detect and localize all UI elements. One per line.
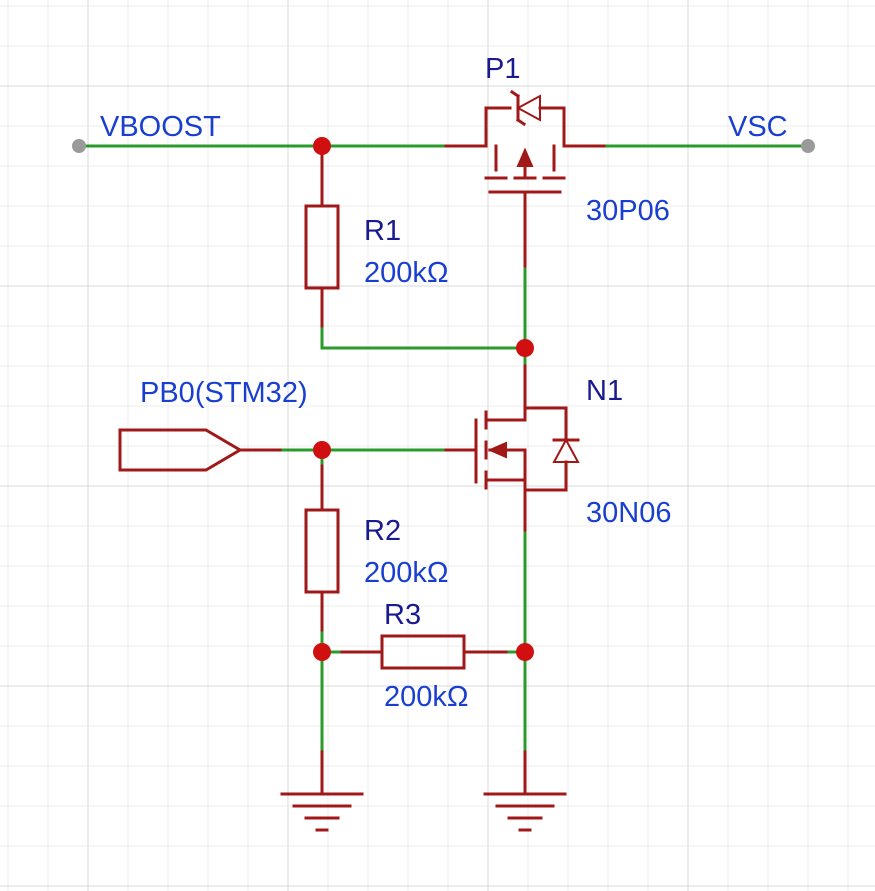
n1-value-label: 30N06: [586, 497, 671, 529]
n1-mosfet[interactable]: [444, 364, 580, 532]
r3-value-label: 200kΩ: [384, 681, 469, 713]
net-label-vboost: VBOOST: [100, 111, 221, 143]
net-label-vsc: VSC: [728, 111, 788, 143]
port-dot-vboost[interactable]: [72, 139, 86, 153]
r3-resistor[interactable]: [340, 634, 508, 670]
r2-value-label: 200kΩ: [364, 557, 449, 589]
pb0-port-flag[interactable]: [118, 428, 282, 472]
r2-resistor[interactable]: [304, 464, 340, 632]
r1-resistor[interactable]: [304, 144, 340, 328]
p1-value-label: 30P06: [586, 195, 670, 227]
port-dot-vsc[interactable]: [801, 139, 815, 153]
junction-dot: [516, 643, 534, 661]
junction-dot: [516, 339, 534, 357]
r3-ref-label: R3: [384, 599, 421, 631]
p1-ref-label: P1: [485, 53, 520, 85]
net-label-pb0: PB0(STM32): [140, 377, 308, 409]
r2-ref-label: R2: [364, 515, 401, 547]
r1-ref-label: R1: [364, 215, 401, 247]
r1-value-label: 200kΩ: [364, 257, 449, 289]
p1-mosfet[interactable]: [444, 89, 606, 268]
ground-symbol-left[interactable]: [280, 750, 364, 832]
wires: [78, 144, 810, 754]
ground-symbol-right[interactable]: [483, 750, 567, 832]
junction-dot: [313, 643, 331, 661]
junction-dot: [313, 441, 331, 459]
n1-ref-label: N1: [586, 375, 623, 407]
junction-dot: [313, 137, 331, 155]
